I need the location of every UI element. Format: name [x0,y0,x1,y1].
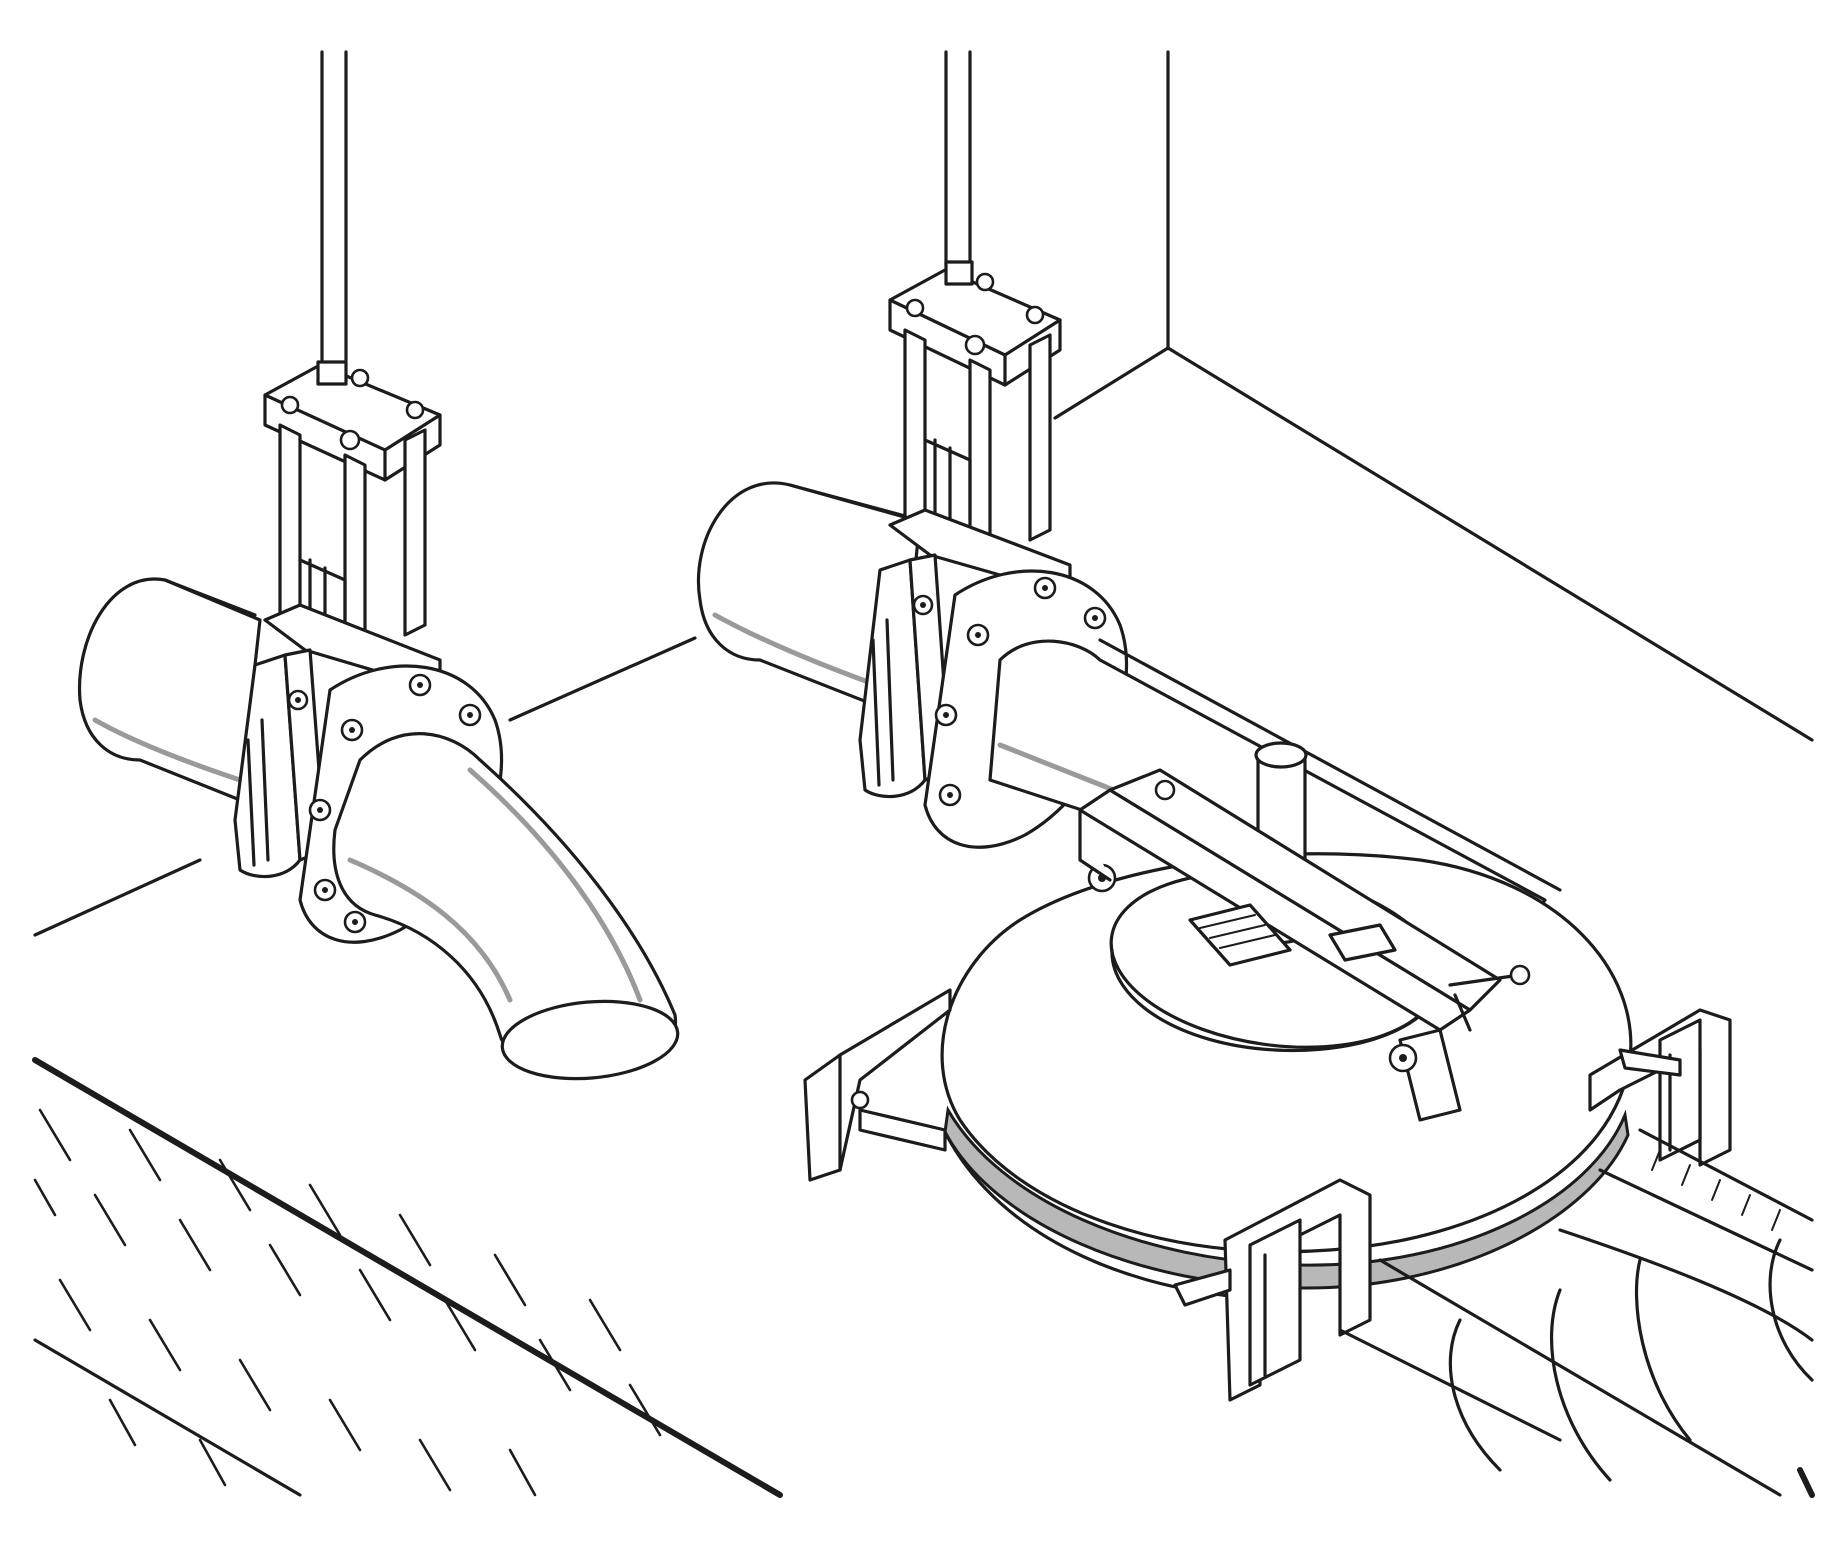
floor-slab [32,1057,783,1498]
left-elbow-outlet [332,732,680,1081]
floor-edge-lines [33,636,697,937]
left-flange-bolts [287,673,482,934]
right-flange-bolts [912,576,1107,807]
hatch-cover-assembly [803,741,1732,1402]
wall-corner [1053,50,1814,742]
discharge-pipe [1338,1128,1815,1498]
